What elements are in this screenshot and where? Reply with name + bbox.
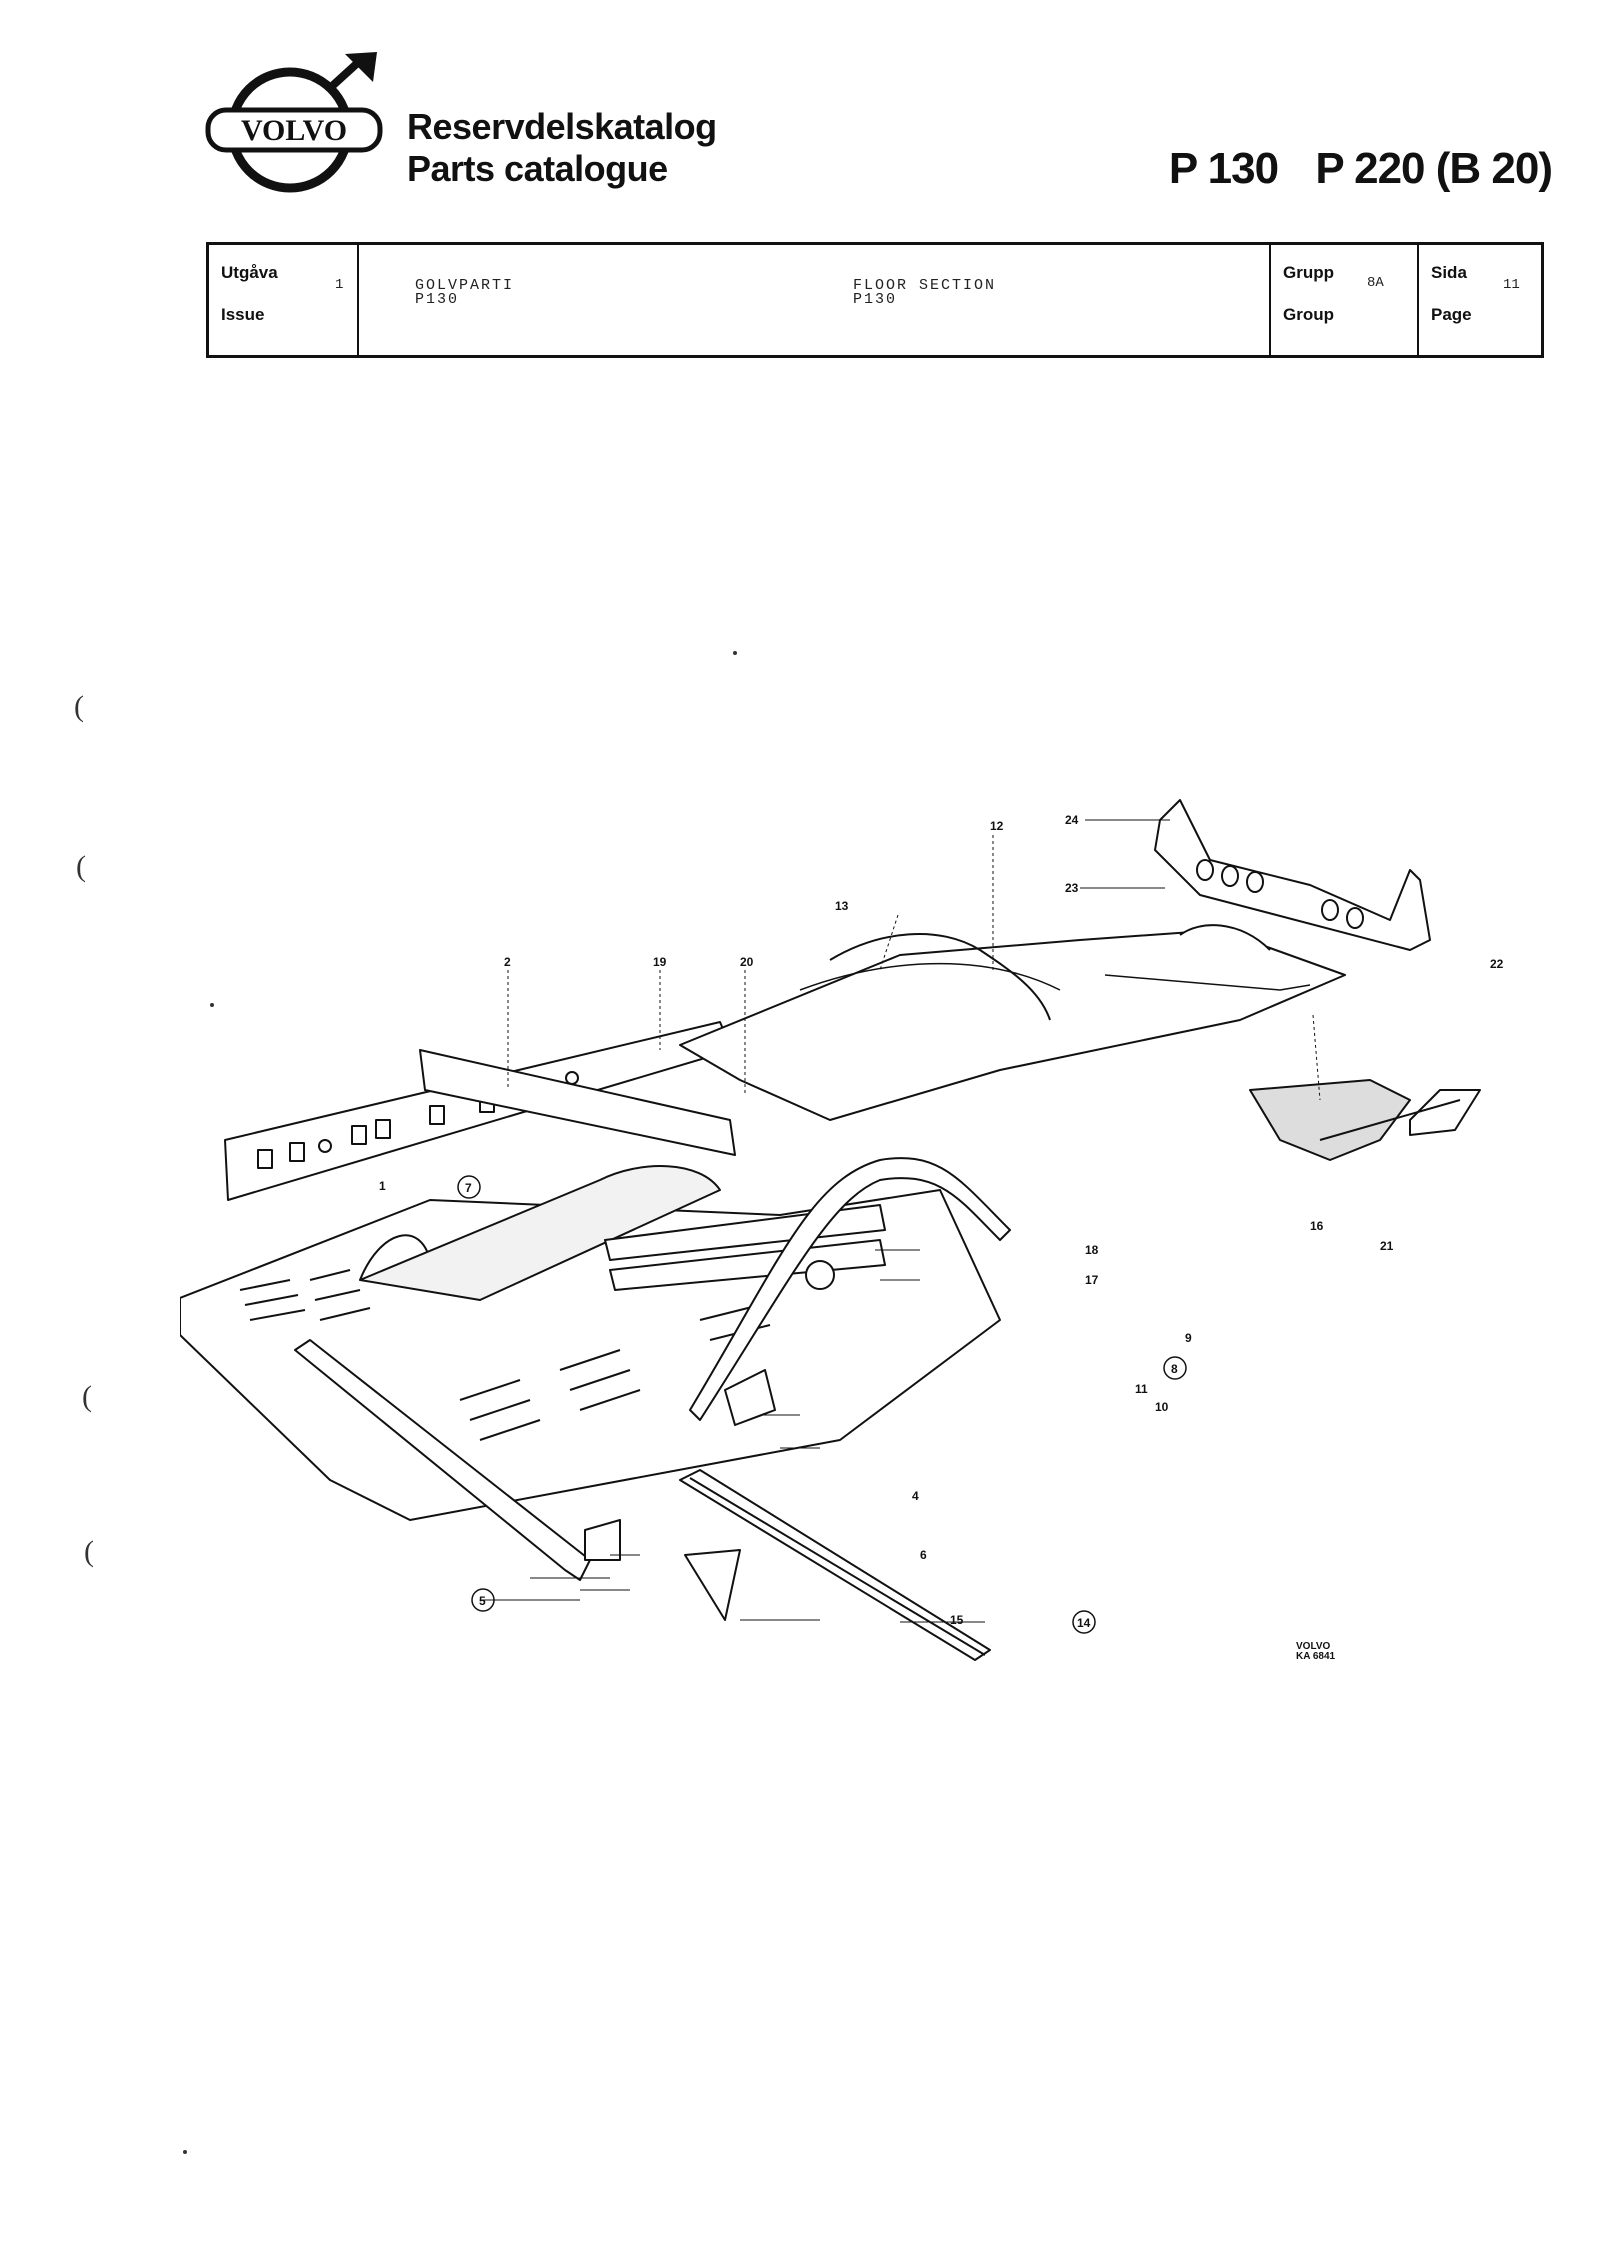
page-label-sv: Sida (1431, 263, 1467, 282)
callout-18: 18 (1085, 1243, 1099, 1257)
stamp-number: KA 6841 (1296, 1651, 1336, 1662)
page-label-en: Page (1431, 305, 1472, 324)
catalogue-info-box: Utgåva Issue 1 GOLVPARTI P130 FLOOR SECT… (206, 242, 1544, 358)
callout-15: 15 (950, 1613, 964, 1627)
floor-section-exploded-diagram: 1 2 3 4 5 6 7 8 9 10 11 12 13 14 15 16 1… (155, 760, 1550, 1680)
callout-16: 16 (1310, 1219, 1324, 1233)
front-longitudinal-member (294, 1339, 591, 1581)
rear-sill (679, 1469, 991, 1661)
callout-20: 20 (740, 955, 754, 969)
description-swedish-line1: GOLVPARTI (415, 277, 515, 294)
model-p220: P 220 (B 20) (1315, 144, 1553, 193)
group-cell: Grupp Group 8A (1271, 245, 1419, 355)
callout-11: 11 (1135, 1382, 1148, 1396)
callout-8: 8 (1171, 1362, 1178, 1376)
issue-label-en: Issue (221, 305, 265, 324)
speck (183, 2150, 187, 2154)
bracket-10 (724, 1369, 776, 1426)
callout-5: 5 (479, 1594, 486, 1608)
wheel-arch-member (689, 1157, 1011, 1421)
rear-crossmember (1154, 799, 1431, 951)
bracket-15 (684, 1549, 741, 1621)
group-label-sv: Grupp (1283, 263, 1334, 282)
rear-well-panel (1249, 1079, 1481, 1161)
margin-mark: ( (82, 1380, 92, 1413)
volvo-logo: VOLVO (205, 52, 385, 202)
model-p130: P 130 (1168, 144, 1279, 193)
description-cell: GOLVPARTI P130 FLOOR SECTION P130 (359, 245, 1271, 355)
transmission-tunnel (359, 1165, 721, 1301)
brand-wordmark: VOLVO (241, 114, 347, 147)
margin-mark: ( (76, 850, 86, 883)
stamp-brand: VOLVO (1296, 1641, 1331, 1652)
callout-12: 12 (990, 819, 1004, 833)
callout-7: 7 (465, 1181, 472, 1195)
catalogue-title-swedish: Reservdelskatalog (407, 106, 717, 147)
callout-10: 10 (1155, 1400, 1169, 1414)
group-value: 8A (1367, 275, 1384, 291)
callout-23: 23 (1065, 881, 1079, 895)
margin-mark: ( (84, 1535, 94, 1568)
description-english-line1: FLOOR SECTION (853, 277, 997, 294)
callout-4: 4 (912, 1489, 919, 1503)
model-designations: P 130 P 220 (B 20) (1143, 144, 1553, 194)
callout-2: 2 (504, 955, 511, 969)
issue-label-sv: Utgåva (221, 263, 278, 282)
page-cell: Sida Page 11 (1419, 245, 1543, 355)
leader-lines (507, 835, 1321, 1101)
page-value: 11 (1503, 277, 1520, 293)
catalogue-title-english: Parts catalogue (407, 148, 668, 189)
callout-22: 22 (1490, 957, 1504, 971)
callout-17: 17 (1085, 1273, 1099, 1287)
callout-24: 24 (1065, 813, 1079, 827)
issue-cell: Utgåva Issue 1 (209, 245, 359, 355)
callout-6: 6 (920, 1548, 927, 1562)
issue-value: 1 (335, 277, 344, 293)
callout-labels: 1 2 3 4 5 6 7 8 9 10 11 12 13 14 15 16 1… (170, 813, 1504, 1634)
speck (733, 651, 737, 655)
callout-1: 1 (379, 1179, 386, 1193)
callout-9: 9 (1185, 1331, 1192, 1345)
rear-floor-pan (679, 924, 1346, 1121)
speck (210, 1003, 214, 1007)
drawing-reference-stamp: VOLVO KA 6841 (1296, 1642, 1335, 1662)
callout-14: 14 (1077, 1616, 1091, 1630)
callout-13: 13 (835, 899, 849, 913)
grommet-9 (805, 1260, 835, 1290)
description-swedish-line2: P130 (415, 291, 460, 308)
bracket-6 (584, 1519, 621, 1561)
group-label-en: Group (1283, 305, 1334, 324)
callout-21: 21 (1380, 1239, 1394, 1253)
margin-mark: ( (74, 690, 84, 723)
callout-19: 19 (653, 955, 667, 969)
description-english-line2: P130 (853, 291, 898, 308)
